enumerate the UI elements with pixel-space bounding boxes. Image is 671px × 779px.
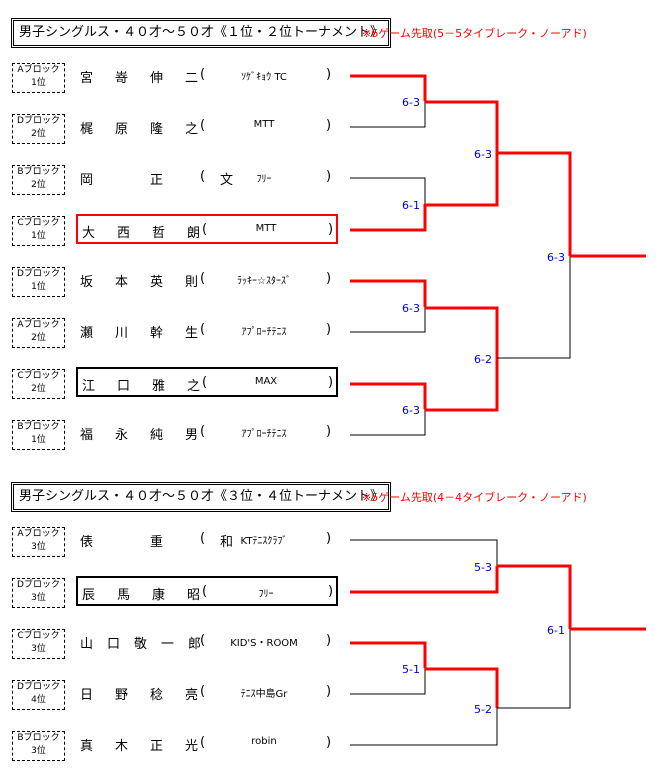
- match-score: 6-2: [474, 353, 492, 366]
- match-score: 6-3: [547, 251, 565, 264]
- match-score: 6-3: [402, 96, 420, 109]
- bracket-winner-line: [350, 279, 427, 307]
- player-name: 俵 重 和: [80, 535, 256, 550]
- match-score: 5-3: [474, 561, 492, 574]
- match-score: 5-1: [402, 663, 420, 676]
- player-row[interactable]: 瀬川幹生(ｱﾌﾟﾛｰﾁﾃﾆｽ): [80, 322, 332, 341]
- player-row[interactable]: 宮嵜伸二(ｿｹﾞｷｮｳ TC): [80, 67, 332, 86]
- player-name: 坂本英則: [80, 275, 221, 290]
- player-row[interactable]: 坂本英則(ﾗｯｷｰ☆ｽﾀｰｽﾞ): [80, 271, 332, 290]
- player-row[interactable]: 俵 重 和(KTﾃﾆｽｸﾗﾌﾞ): [80, 531, 332, 550]
- player-row[interactable]: 岡 正 文(ﾌﾘｰ): [80, 169, 332, 188]
- bracket-winner-line: [350, 566, 499, 594]
- player-name: 大西哲朗: [82, 226, 223, 241]
- bracket-winner-line: [425, 153, 499, 207]
- tournament-title-1: 男子シングルス・４０才～５０才《１位・２位トーナメント》: [11, 18, 392, 48]
- rule-note-2: ※5ゲーム先取(4－4タイブレーク・ノーアド): [362, 491, 587, 504]
- bracket-loser-line: [350, 177, 426, 204]
- player-club: ﾗｯｷｰ☆ｽﾀｰｽﾞ: [237, 276, 291, 287]
- player-name: 山口敬一郎: [80, 637, 216, 652]
- bracket-winner-line: [350, 74, 427, 101]
- player-club: robin: [251, 736, 277, 747]
- player-club: ｿｹﾞｷｮｳ TC: [241, 72, 287, 83]
- match-score: 6-1: [402, 199, 420, 212]
- player-club: ﾌﾘｰ: [256, 174, 272, 185]
- bracket-winner-line: [425, 667, 499, 708]
- player-club: ﾌﾘｰ: [258, 589, 274, 600]
- player-row[interactable]: 江口雅之(MAX): [76, 367, 338, 397]
- player-row[interactable]: 梶原隆之(MTT): [80, 118, 332, 137]
- bracket-loser-line: [350, 539, 498, 566]
- bracket-winner-line: [425, 306, 499, 358]
- match-score: 6-3: [402, 302, 420, 315]
- match-score: 6-3: [402, 404, 420, 417]
- player-name: 瀬川幹生: [80, 326, 221, 341]
- bracket-winner-line: [350, 641, 427, 668]
- player-row[interactable]: 日野稔亮(ﾃﾆｽ中島Gr): [80, 684, 332, 703]
- player-name: 宮嵜伸二: [80, 71, 221, 86]
- bracket-winner-line: [350, 204, 427, 232]
- bracket-winner-line: [425, 100, 499, 153]
- player-row[interactable]: 山口敬一郎(KID'S・ROOM): [80, 633, 332, 652]
- player-club: ｱﾌﾟﾛｰﾁﾃﾆｽ: [241, 327, 287, 338]
- player-row[interactable]: 辰馬康昭(ﾌﾘｰ): [76, 576, 338, 606]
- bracket-winner-line: [425, 358, 499, 412]
- player-row[interactable]: 福永純男(ｱﾌﾟﾛｰﾁﾃﾆｽ): [80, 424, 332, 443]
- player-name: 岡 正 文: [80, 173, 256, 188]
- player-row[interactable]: 大西哲朗(MTT): [76, 214, 338, 244]
- match-score: 5-2: [474, 703, 492, 716]
- player-name: 日野稔亮: [80, 688, 221, 703]
- player-club: ﾃﾆｽ中島Gr: [240, 689, 288, 700]
- player-row[interactable]: 真木正光(robin): [80, 735, 332, 754]
- player-club: KTﾃﾆｽｸﾗﾌﾞ: [240, 536, 288, 547]
- bracket-loser-line: [497, 629, 571, 709]
- bracket-loser-line: [350, 668, 426, 695]
- bracket-loser-line: [497, 256, 571, 359]
- player-club: ｱﾌﾟﾛｰﾁﾃﾆｽ: [241, 429, 287, 440]
- player-club: KID'S・ROOM: [230, 638, 298, 649]
- player-name: 梶原隆之: [80, 122, 221, 137]
- bracket-loser-line: [350, 101, 426, 128]
- player-club: MTT: [253, 119, 275, 130]
- player-name: 福永純男: [80, 428, 221, 443]
- player-club: MAX: [254, 376, 278, 387]
- bracket-loser-line: [350, 307, 426, 333]
- tournament-title-2: 男子シングルス・４０才～５０才《３位・４位トーナメント》: [11, 482, 392, 512]
- bracket-loser-line: [350, 409, 426, 436]
- bracket-winner-line: [497, 564, 572, 629]
- player-name: 辰馬康昭: [82, 588, 223, 603]
- player-club: MTT: [255, 223, 277, 234]
- bracket-winner-line: [497, 151, 572, 256]
- player-name: 真木正光: [80, 739, 221, 754]
- match-score: 6-3: [474, 148, 492, 161]
- match-score: 6-1: [547, 624, 565, 637]
- player-name: 江口雅之: [82, 379, 223, 394]
- bracket-loser-line: [350, 708, 498, 746]
- rule-note-1: ※6ゲーム先取(5－5タイブレーク・ノーアド): [362, 27, 587, 40]
- bracket-winner-line: [350, 382, 427, 409]
